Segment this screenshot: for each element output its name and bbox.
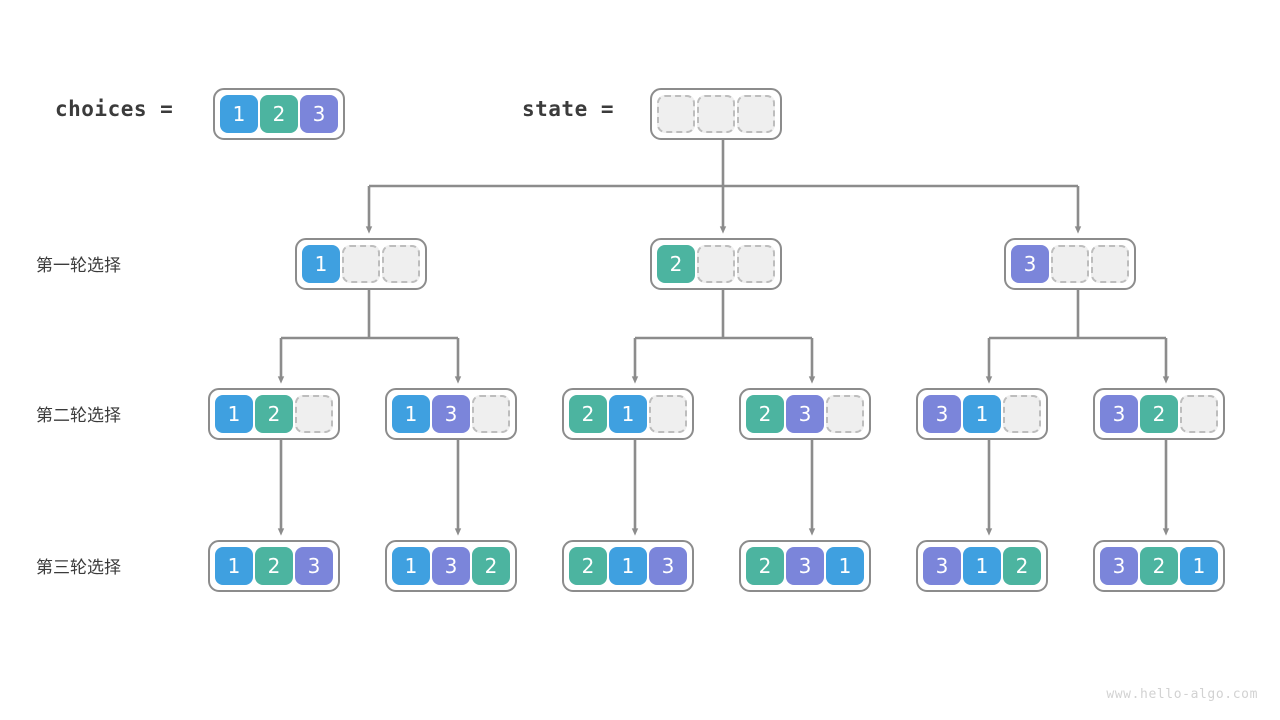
array-cell-value: 2 [472,547,510,585]
array-cell-value: 3 [786,547,824,585]
array-cell-empty [1003,395,1041,433]
array-cell-empty [737,245,775,283]
array-cell-value: 2 [657,245,695,283]
array-cell-value: 2 [1140,395,1178,433]
array-cell-value: 2 [1003,547,1041,585]
array-cell-value: 1 [609,395,647,433]
array-cell-value: 2 [569,395,607,433]
array-cell-empty [697,245,735,283]
array-cell-value: 3 [1100,395,1138,433]
array-cell-value: 3 [432,547,470,585]
array-cell-value: 3 [1100,547,1138,585]
array-cell-empty [342,245,380,283]
array-cell-empty [472,395,510,433]
array-cell-value: 3 [432,395,470,433]
array-cell-value: 2 [1140,547,1178,585]
state-array [650,88,782,140]
row-label-round-3: 第三轮选择 [36,558,121,578]
array-cell-value: 1 [302,245,340,283]
array-cell-value: 1 [609,547,647,585]
tree-node-r1n2: 2 [650,238,782,290]
array-cell-empty [649,395,687,433]
array-cell-empty [1091,245,1129,283]
array-cell-value: 1 [392,395,430,433]
array-cell-value: 3 [1011,245,1049,283]
array-cell-empty [1051,245,1089,283]
array-cell-empty [382,245,420,283]
array-cell-empty [295,395,333,433]
array-cell-value: 2 [255,547,293,585]
state-label: state = [522,97,615,121]
choices-label: choices = [55,97,174,121]
array-cell-empty [657,95,695,133]
array-cell-value: 1 [826,547,864,585]
array-cell-value: 3 [923,395,961,433]
array-cell-value: 3 [295,547,333,585]
array-cell-value: 2 [569,547,607,585]
tree-node-r1n3: 3 [1004,238,1136,290]
array-cell-value: 1 [963,547,1001,585]
array-cell-value: 2 [255,395,293,433]
array-cell-value: 1 [963,395,1001,433]
array-cell-value: 2 [260,95,298,133]
watermark: www.hello-algo.com [1106,687,1258,702]
array-cell-value: 1 [392,547,430,585]
array-cell-empty [826,395,864,433]
array-cell-value: 1 [220,95,258,133]
array-cell-value: 1 [1180,547,1218,585]
array-cell-value: 3 [300,95,338,133]
array-cell-empty [1180,395,1218,433]
array-cell-value: 3 [786,395,824,433]
tree-node-r1n1: 1 [295,238,427,290]
array-cell-value: 2 [746,547,784,585]
array-cell-value: 1 [215,547,253,585]
array-cell-value: 3 [649,547,687,585]
array-cell-value: 2 [746,395,784,433]
array-cell-value: 3 [923,547,961,585]
row-label-round-1: 第一轮选择 [36,256,121,276]
array-cell-value: 1 [215,395,253,433]
row-label-round-2: 第二轮选择 [36,406,121,426]
array-cell-empty [737,95,775,133]
array-cell-empty [697,95,735,133]
